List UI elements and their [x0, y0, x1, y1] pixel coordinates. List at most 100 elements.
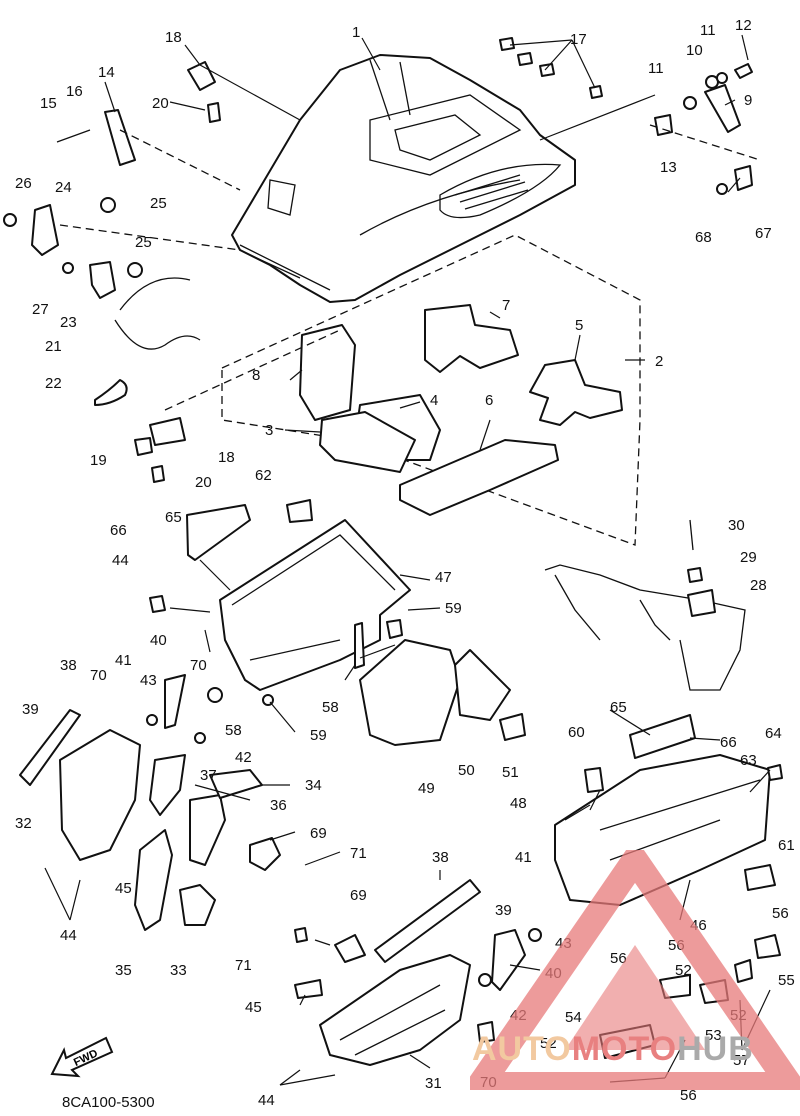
insulation-3	[319, 411, 416, 473]
callout-9: 9	[744, 92, 752, 109]
diagram-code: 8CA100-5300	[62, 1094, 155, 1111]
callout-31: 31	[425, 1075, 442, 1092]
callout-39a: 39	[22, 701, 39, 718]
callout-54: 54	[565, 1009, 582, 1026]
callout-67: 67	[755, 225, 772, 242]
callout-56a: 56	[610, 950, 627, 967]
callout-15: 15	[40, 95, 57, 112]
callout-51: 51	[502, 764, 519, 781]
callout-47: 47	[435, 569, 452, 586]
watermark-part2: MOTO	[571, 1030, 678, 1068]
watermark-text: AUTOMOTOHUB	[472, 1030, 754, 1069]
callout-62: 62	[255, 467, 272, 484]
callout-1: 1	[352, 24, 360, 41]
callout-44a: 44	[112, 552, 129, 569]
callout-3: 3	[265, 422, 273, 439]
hood-latch-parts	[499, 37, 753, 195]
callout-4: 4	[430, 392, 438, 409]
callout-33: 33	[170, 962, 187, 979]
callout-44c: 44	[258, 1092, 275, 1109]
callout-27: 27	[32, 301, 49, 318]
callout-59b: 59	[310, 727, 327, 744]
insulation-7	[424, 304, 519, 373]
callout-58a: 58	[322, 699, 339, 716]
callout-30: 30	[728, 517, 745, 534]
callout-56c: 56	[772, 905, 789, 922]
callout-64: 64	[765, 725, 782, 742]
callout-19: 19	[90, 452, 107, 469]
callout-20b: 20	[195, 474, 212, 491]
callout-71b: 71	[235, 957, 252, 974]
callout-29: 29	[740, 549, 757, 566]
callout-11b: 11	[700, 22, 716, 39]
fwd-label: FWD	[72, 1048, 100, 1069]
callout-65a: 65	[165, 509, 182, 526]
callout-20a: 20	[152, 95, 169, 112]
watermark-part1: AUTO	[472, 1030, 572, 1068]
callout-7: 7	[502, 297, 510, 314]
callout-66a: 66	[110, 522, 127, 539]
hood-part	[231, 54, 576, 303]
callout-70b: 70	[190, 657, 207, 674]
callout-71a: 71	[350, 845, 367, 862]
callout-17: 17	[570, 31, 587, 48]
callout-28: 28	[750, 577, 767, 594]
callout-5: 5	[575, 317, 583, 334]
callout-68: 68	[695, 229, 712, 246]
side-panels	[359, 639, 526, 746]
callout-48: 48	[510, 795, 527, 812]
callout-52c: 52	[540, 1035, 557, 1052]
callout-11a: 11	[648, 60, 664, 77]
callout-39b: 39	[495, 902, 512, 919]
callout-22: 22	[45, 375, 62, 392]
left-lower-cowl	[19, 674, 281, 931]
callout-63: 63	[740, 752, 757, 769]
callout-26: 26	[15, 175, 32, 192]
callout-6: 6	[485, 392, 493, 409]
callout-16: 16	[66, 83, 83, 100]
inner-panel-47	[149, 499, 411, 691]
callout-70a: 70	[90, 667, 107, 684]
callout-10: 10	[686, 42, 703, 59]
callout-25b: 25	[135, 234, 152, 251]
insulation-8	[299, 324, 356, 421]
callout-labels: 1 2 3 4 5 6 7 8 9 10 11 11 12 13 14 15 1…	[15, 17, 795, 1109]
callout-52a: 52	[675, 962, 692, 979]
callout-41b: 41	[515, 849, 532, 866]
callout-59a: 59	[445, 600, 462, 617]
callout-25a: 25	[150, 195, 167, 212]
callout-57: 57	[733, 1052, 750, 1069]
callout-14: 14	[98, 64, 115, 81]
callout-38b: 38	[432, 849, 449, 866]
callout-58b: 58	[225, 722, 242, 739]
callout-45b: 45	[245, 999, 262, 1016]
callout-60: 60	[568, 724, 585, 741]
callout-34: 34	[305, 777, 322, 794]
callout-24: 24	[55, 179, 72, 196]
watermark-triangle-icon	[470, 850, 800, 1090]
callout-8: 8	[252, 367, 260, 384]
callout-53: 53	[705, 1027, 722, 1044]
watermark-part3: HUB	[677, 1030, 754, 1068]
left-bracket-parts	[3, 61, 221, 483]
callout-13: 13	[660, 159, 677, 176]
callout-50: 50	[458, 762, 475, 779]
callout-21: 21	[45, 338, 62, 355]
callout-45a: 45	[115, 880, 132, 897]
callout-69a: 69	[310, 825, 327, 842]
insulation-6	[399, 439, 559, 516]
callout-69b: 69	[350, 887, 367, 904]
callout-55: 55	[778, 972, 795, 989]
callout-41a: 41	[115, 652, 132, 669]
bottom-cowl	[294, 879, 542, 1066]
insulation-set	[221, 234, 641, 546]
callout-23: 23	[60, 314, 77, 331]
callout-56d: 56	[680, 1087, 697, 1104]
callout-66b: 66	[720, 734, 737, 751]
fwd-arrow-icon: FWD	[50, 1036, 114, 1078]
callout-37: 37	[200, 767, 217, 784]
callout-38a: 38	[60, 657, 77, 674]
callout-44b: 44	[60, 927, 77, 944]
callout-35: 35	[115, 962, 132, 979]
callout-65b: 65	[610, 699, 627, 716]
